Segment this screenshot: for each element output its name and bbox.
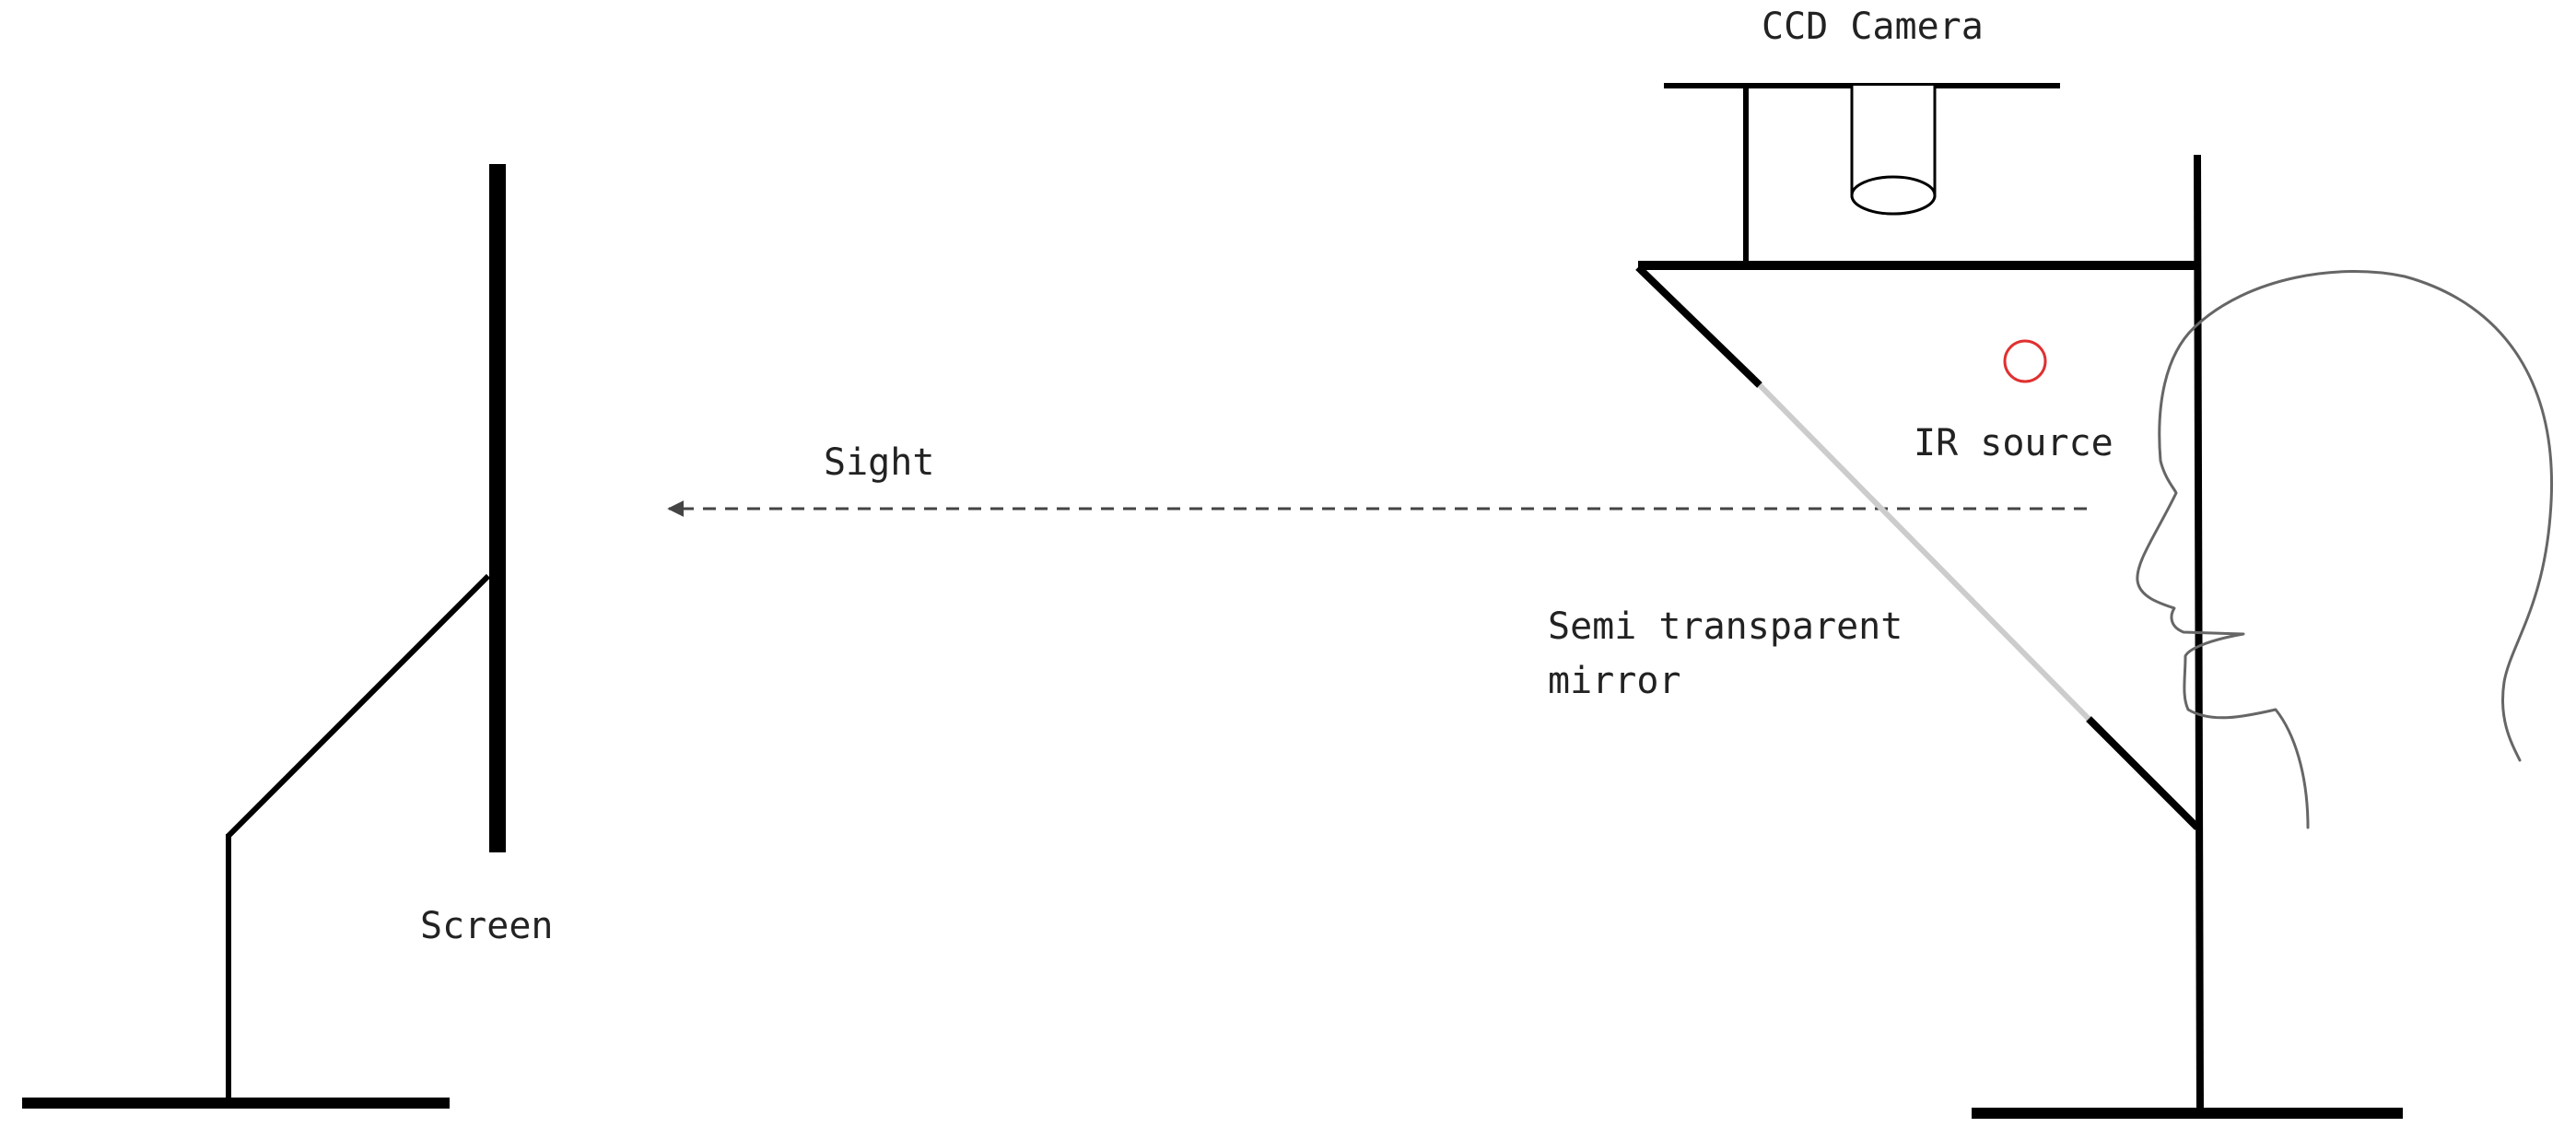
screen-stand bbox=[22, 164, 506, 1109]
semi-transparent-mirror bbox=[1757, 382, 2091, 722]
ir-source-icon bbox=[2003, 339, 2047, 383]
mirror-bracket-bottom bbox=[2086, 716, 2200, 830]
mirror-bracket-top bbox=[1635, 264, 1762, 388]
sight-label: Sight bbox=[824, 441, 934, 484]
camera-frame bbox=[1635, 83, 2403, 1119]
ccd-camera-label: CCD Camera bbox=[1762, 6, 1984, 48]
mirror-label-line1: Semi transparent bbox=[1548, 605, 1903, 648]
screen-label: Screen bbox=[420, 905, 554, 947]
mirror-label-line2: mirror bbox=[1548, 660, 1681, 702]
frame-upright bbox=[2194, 154, 2204, 1116]
ir-source-label: IR source bbox=[1914, 422, 2113, 464]
screen-arm bbox=[226, 573, 491, 839]
camera-lens-icon bbox=[1850, 86, 1937, 216]
head-profile-icon bbox=[2136, 270, 2553, 829]
